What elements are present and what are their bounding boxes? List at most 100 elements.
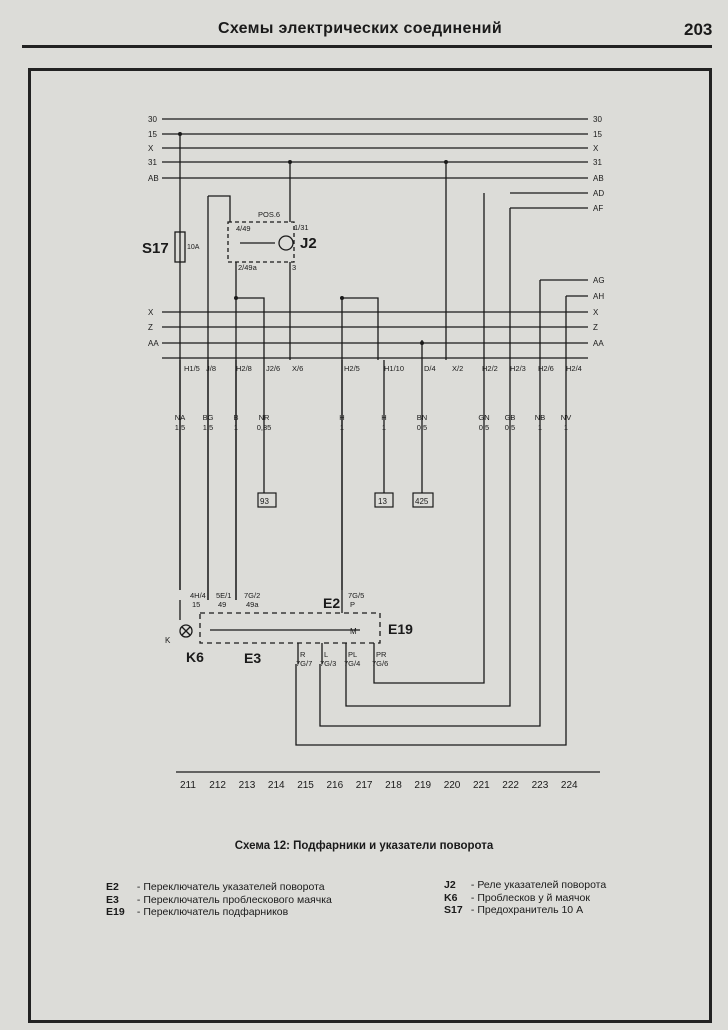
legend-right: J2 - Реле указателей поворота K6 - Пробл…	[444, 879, 606, 917]
wire-size-label: 1,5	[203, 423, 213, 432]
legend-item: E3 - Переключатель проблескового маячка	[106, 893, 332, 906]
switch-pin-bottom2: 7G/4	[344, 659, 360, 668]
wire-size-label: 0,5	[505, 423, 515, 432]
wire-color-label: GB	[505, 413, 516, 422]
switch-pin-top2: 49	[218, 600, 226, 609]
bus-label-right: X	[593, 144, 599, 153]
legend-item: J2 - Реле указателей поворота	[444, 879, 607, 891]
wire-color-label: H	[381, 413, 386, 422]
diagram-caption: Схема 12: Подфарники и указатели поворот…	[234, 840, 494, 852]
connector-label: H2/2	[482, 364, 498, 373]
connector-label: H1/10	[384, 364, 404, 373]
legend-item: K6 - Проблесков у й маячок	[444, 891, 590, 904]
relay-pin-tl: 4/49	[236, 224, 251, 233]
bus-label-right: AF	[593, 204, 603, 213]
ref-425: 425	[415, 497, 429, 506]
label-k: K	[165, 636, 171, 645]
ground-number: 221	[473, 780, 490, 791]
relay-pin-tr: 1/31	[294, 223, 309, 232]
ground-number: 224	[561, 780, 578, 791]
bus-label-mid-left: AA	[148, 339, 159, 348]
switch-pin-top: 4H/4	[190, 591, 206, 600]
switch-pin-top2: P	[350, 600, 355, 609]
bus-label-right: AB	[593, 174, 604, 183]
diagram-frame	[28, 68, 712, 1023]
connector-label: H2/4	[566, 364, 582, 373]
relay-pin-bl: 2/49a	[238, 263, 258, 272]
connector-label: X/2	[452, 364, 463, 373]
header-rule	[22, 45, 712, 48]
bus-label-mid-right: X	[593, 308, 599, 317]
ground-number: 223	[532, 780, 549, 791]
bus-label-right: 15	[593, 130, 602, 139]
switch-pin-bottom: PR	[376, 650, 387, 659]
switch-pin-top: 7G/2	[244, 591, 260, 600]
bus-label-left: 15	[148, 130, 157, 139]
switch-pin-top: 7G/5	[348, 591, 364, 600]
bus-label-right: 30	[593, 115, 602, 124]
label-e2: E2	[323, 595, 340, 611]
connector-label: X/6	[292, 364, 303, 373]
bus-label-right: AD	[593, 189, 604, 198]
wire-size-label: 0,5	[479, 423, 489, 432]
ground-number: 220	[444, 780, 461, 791]
legend-left: E2 - Переключатель указателей поворота E…	[106, 881, 332, 919]
wire-color-label: NR	[259, 413, 270, 422]
relay-pin-br: 3	[292, 263, 296, 272]
ground-number: 211	[180, 780, 196, 791]
switch-pin-top2: 15	[192, 600, 200, 609]
switch-pin-bottom: PL	[348, 650, 357, 659]
switch-pin-top: 5E/1	[216, 591, 231, 600]
switch-pin-bottom2: 7G/6	[372, 659, 388, 668]
connector-label: J2/6	[266, 364, 280, 373]
legend-item: E19 - Переключатель подфарников	[106, 906, 289, 918]
wire-size-label: 1	[538, 423, 542, 432]
wire-color-label: BG	[203, 413, 214, 422]
page-title: Схемы электрических соединений	[218, 20, 502, 37]
ground-number: 215	[297, 780, 314, 791]
fuse-label: S17	[142, 240, 169, 257]
bus-label-left: X	[148, 144, 154, 153]
label-e19: E19	[388, 621, 413, 637]
wire-color-label: NA	[175, 413, 185, 422]
wire-color-label: BN	[417, 413, 427, 422]
switch-pin-bottom: R	[300, 650, 306, 659]
connector-label: H1/5	[184, 364, 200, 373]
label-k6: K6	[186, 649, 204, 665]
bus-label-mid-right: AH	[593, 292, 604, 301]
ref-93: 93	[260, 497, 269, 506]
ground-number: 216	[327, 780, 344, 791]
connector-label: H2/6	[538, 364, 554, 373]
connector-label: H2/8	[236, 364, 252, 373]
connector-label: J/8	[206, 364, 216, 373]
ground-number: 222	[502, 780, 519, 791]
wire-size-label: 1	[564, 423, 568, 432]
ground-number: 217	[356, 780, 373, 791]
ground-number: 219	[414, 780, 431, 791]
bus-label-left: AB	[148, 174, 159, 183]
bus-label-left: 31	[148, 158, 157, 167]
label-e3: E3	[244, 650, 261, 666]
bus-label-mid-right: Z	[593, 323, 598, 332]
wire-color-label: H	[339, 413, 344, 422]
wire-size-label: 1	[340, 423, 344, 432]
relay-label: J2	[300, 235, 317, 252]
connector-label: D/4	[424, 364, 436, 373]
bus-label-mid-right: AA	[593, 339, 604, 348]
legend-item: E2 - Переключатель указателей поворота	[106, 881, 325, 893]
connector-label: H2/3	[510, 364, 526, 373]
bus-label-mid-left: X	[148, 308, 154, 317]
wire-size-label: 0,35	[257, 423, 272, 432]
page-number: 203	[684, 20, 713, 39]
label-m: M	[350, 627, 357, 636]
wire-color-label: GN	[478, 413, 489, 422]
wire-size-label: 1	[382, 423, 386, 432]
bus-label-mid-right: AG	[593, 276, 605, 285]
connector-label: H2/5	[344, 364, 360, 373]
wire-size-label: 1,5	[175, 423, 185, 432]
wire-size-label: 1	[234, 423, 238, 432]
fuse-rating: 10A	[187, 244, 200, 251]
ref-13: 13	[378, 497, 387, 506]
relay-pos: POS.6	[258, 210, 280, 219]
